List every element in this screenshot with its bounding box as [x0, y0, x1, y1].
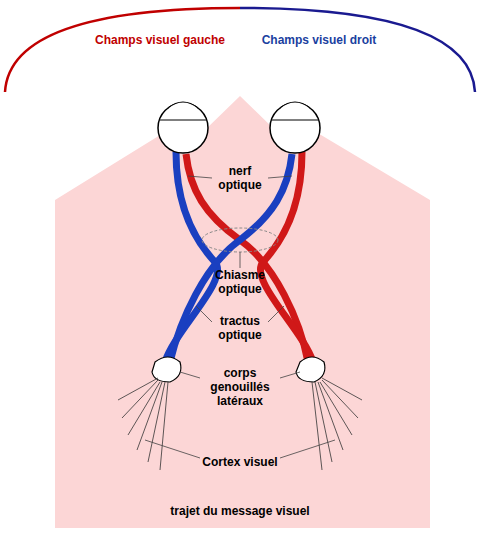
- field-label: Champs visuel gauche: [85, 33, 235, 47]
- leader-lines: [145, 176, 335, 458]
- left-lgn: [152, 357, 181, 382]
- field-label: Champs visuel droit: [244, 33, 394, 47]
- left-eye-line: [160, 120, 206, 121]
- part-label: Chiasme optique: [202, 268, 278, 296]
- caption: trajet du message visuel: [90, 504, 390, 518]
- part-label: Cortex visuel: [180, 455, 300, 469]
- right-eye-temporal-fibers: [260, 152, 313, 362]
- left-eye-nasal-fibers: [186, 154, 308, 362]
- part-label: tractus optique: [208, 314, 272, 342]
- chiasm-outline: [202, 228, 278, 252]
- part-label: corps genouillés latéraux: [198, 366, 282, 408]
- left-lens: [168, 102, 198, 108]
- right-eye-line: [272, 120, 318, 121]
- head-silhouette: [55, 96, 430, 528]
- right-eye-nasal-fibers: [170, 154, 292, 362]
- right-lgn: [296, 357, 325, 382]
- left-field-arc: [5, 8, 240, 92]
- right-lens: [280, 102, 310, 108]
- left-eye: [158, 103, 208, 153]
- right-field-arc: [240, 8, 475, 92]
- right-eye: [270, 103, 320, 153]
- part-label: nerf optique: [210, 164, 270, 192]
